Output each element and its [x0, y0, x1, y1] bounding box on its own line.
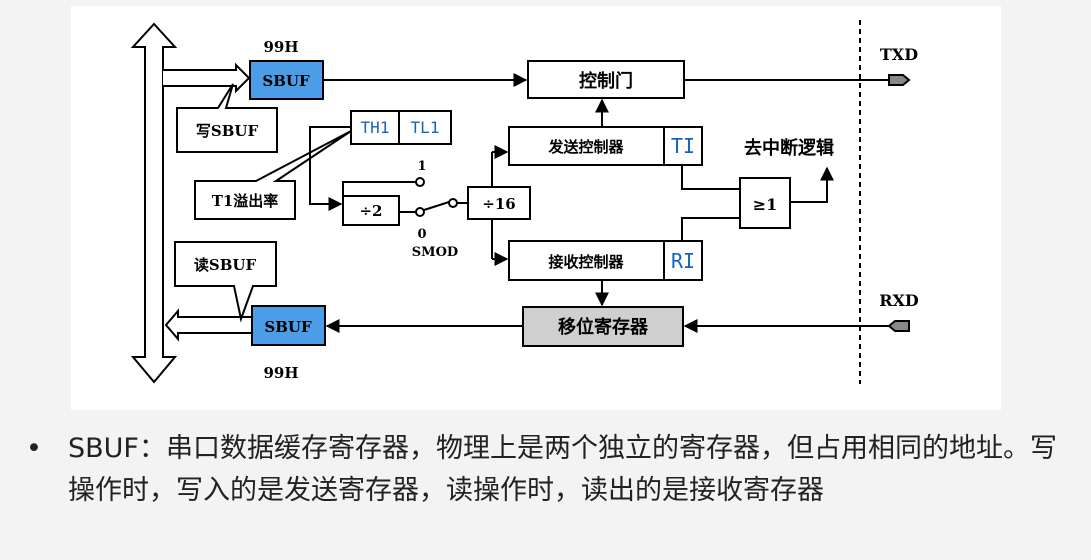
sbuf-to-bus-arrow — [164, 308, 252, 342]
rxd-pin — [887, 320, 910, 332]
smod-label: SMOD — [412, 245, 458, 260]
or-gate-label: ≥1 — [753, 195, 778, 214]
diagram-svg: SBUF SBUF 99H 99H 写SBUF 读SBUF T1溢出率 ÷2 ÷… — [130, 20, 919, 384]
ti-box — [663, 126, 703, 166]
addr-bottom-label: 99H — [263, 364, 298, 382]
write-sbuf-callout — [176, 83, 278, 153]
div2-label: ÷2 — [359, 202, 382, 220]
ri-box — [663, 240, 703, 281]
sbuf-tx-label: SBUF — [262, 72, 310, 90]
or-gate-box — [739, 177, 791, 229]
control-gate-label: 控制门 — [579, 70, 633, 92]
div2-box — [342, 195, 400, 226]
sbuf-description: • SBUF：串口数据缓存寄存器，物理上是两个独立的寄存器，但占用相同的地址。写… — [26, 428, 1076, 512]
tl1-box — [398, 110, 452, 145]
tx-controller-label: 发送控制器 — [547, 138, 624, 156]
shift-register-label: 移位寄存器 — [558, 316, 649, 338]
tl1-label: TL1 — [411, 118, 440, 137]
rx-controller-label: 接收控制器 — [548, 253, 624, 271]
bullet-point: • — [26, 433, 42, 464]
sbuf-tx-box — [249, 60, 324, 100]
sbuf-rx-box — [251, 305, 326, 346]
control-gate-box — [527, 60, 685, 99]
div16-box — [467, 186, 531, 220]
addr-top-label: 99H — [263, 38, 298, 56]
t1-overflow-label: T1溢出率 — [212, 192, 279, 210]
data-bus — [130, 22, 178, 384]
th1-box — [350, 110, 400, 145]
rxd-label: RXD — [879, 291, 919, 310]
interrupt-logic-label: 去中断逻辑 — [744, 137, 834, 159]
smod-switch — [423, 201, 450, 211]
serial-port-diagram: SBUF SBUF 99H 99H 写SBUF 读SBUF T1溢出率 ÷2 ÷… — [71, 6, 1001, 410]
write-sbuf-label: 写SBUF — [196, 122, 259, 140]
switch-zero-label: 0 — [417, 227, 426, 242]
description-text: SBUF：串口数据缓存寄存器，物理上是两个独立的寄存器，但占用相同的地址。写操作… — [68, 433, 1057, 506]
switch-pivot — [448, 198, 458, 208]
th1-label: TH1 — [361, 118, 390, 137]
read-sbuf-callout — [174, 241, 277, 323]
t1-overflow-callout — [194, 130, 352, 220]
bus-to-sbuf-arrow — [163, 62, 251, 94]
tx-controller-box — [508, 126, 665, 166]
switch-contact-1 — [415, 177, 425, 187]
div16-label: ÷16 — [482, 195, 515, 213]
switch-one-label: 1 — [417, 159, 426, 174]
txd-label: TXD — [880, 45, 918, 64]
switch-contact-0 — [415, 207, 425, 217]
ri-label: RI — [671, 249, 695, 273]
read-sbuf-label: 读SBUF — [194, 256, 257, 274]
ti-label: TI — [671, 134, 695, 158]
sbuf-rx-label: SBUF — [264, 318, 312, 336]
rx-controller-box — [508, 240, 665, 281]
txd-pin — [888, 74, 911, 86]
